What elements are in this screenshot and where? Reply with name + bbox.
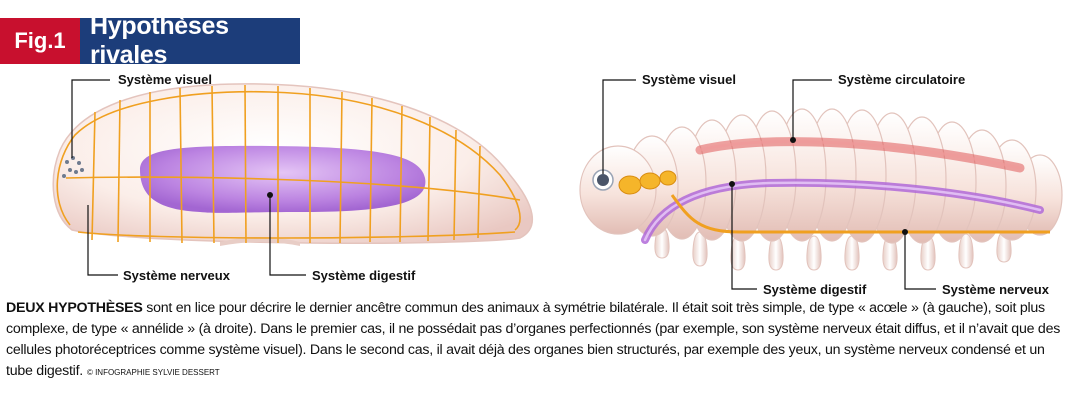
- annelid-label-visual: Système visuel: [642, 72, 736, 87]
- acoel-label-digestive: Système digestif: [312, 268, 415, 283]
- annelid-label-nervous: Système nerveux: [942, 282, 1049, 297]
- diagram-illustration: [0, 0, 1073, 300]
- caption-lead: Deux hypothèses: [6, 300, 143, 316]
- figure-caption: Deux hypothèses sont en lice pour décrir…: [6, 298, 1066, 383]
- acoel-label-nervous: Système nerveux: [123, 268, 230, 283]
- annelid-label-digestive: Système digestif: [763, 282, 866, 297]
- annelid-label-circulatory: Système circulatoire: [838, 72, 965, 87]
- caption-credit: © INFOGRAPHIE SYLVIE DESSERT: [87, 368, 220, 377]
- acoel-label-visual: Système visuel: [118, 72, 212, 87]
